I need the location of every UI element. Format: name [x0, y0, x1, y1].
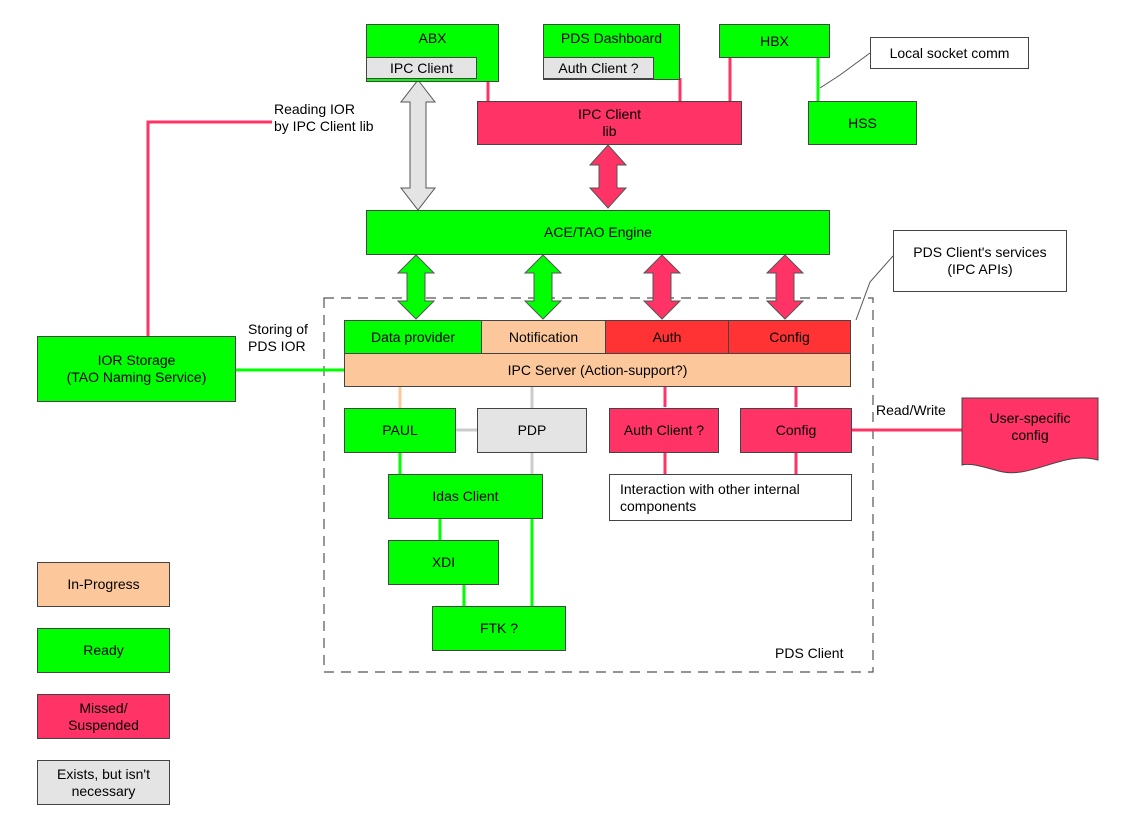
auth-client-box: Auth Client ?: [609, 408, 719, 453]
local-socket-label: Local socket comm: [889, 44, 1010, 61]
ior-storage-link: [146, 120, 272, 337]
dashboard-auth-client-box: Auth Client ?: [543, 57, 654, 79]
reading-ior-text: Reading IOR by IPC Client lib: [274, 101, 374, 134]
pds-client-label: PDS Client: [775, 645, 844, 661]
hss-box: HSS: [808, 101, 917, 145]
engine-config-arrow: [765, 254, 805, 320]
data-provider-box: Data provider: [344, 320, 482, 354]
ftk-box: FTK ?: [432, 606, 566, 651]
ipc-server-label: IPC Server (Action-support?): [507, 361, 688, 378]
abx-ipc-client-box: IPC Client: [366, 57, 477, 79]
notification-box: Notification: [481, 320, 606, 354]
interaction-label: Interaction with other internal componen…: [620, 480, 800, 514]
legend-ready-label: Ready: [83, 642, 124, 658]
ipc-server-box: IPC Server (Action-support?): [344, 353, 851, 387]
legend-in-progress-label: In-Progress: [67, 576, 140, 592]
hbx-box: HBX: [719, 24, 830, 58]
user-config-label: User-specific config: [989, 410, 1071, 443]
legend-exists-label: Exists, but isn't necessary: [57, 765, 150, 799]
abx-ipc-client-label: IPC Client: [389, 59, 454, 76]
local-socket-note: Local socket comm: [870, 37, 1029, 69]
legend-in-progress: In-Progress: [37, 562, 170, 607]
legend-missed-label: Missed/ Suspended: [68, 699, 139, 733]
dashboard-auth-client-label: Auth Client ?: [558, 59, 639, 76]
auth-label: Auth: [652, 328, 682, 345]
auth-client-label: Auth Client ?: [623, 422, 705, 438]
reading-ior-arrow: [399, 79, 437, 211]
paul-box: PAUL: [344, 408, 456, 453]
engine-auth-arrow: [642, 254, 682, 320]
services-callout: [855, 255, 894, 321]
pds-dashboard-label: PDS Dashboard: [560, 30, 663, 46]
storing-ior-text: Storing of PDS IOR: [248, 321, 308, 354]
engine-notification-arrow: [523, 254, 563, 320]
paul-label: PAUL: [382, 422, 418, 438]
legend-ready: Ready: [37, 628, 170, 673]
config-service-box: Config: [728, 320, 851, 354]
legend-missed: Missed/ Suspended: [37, 694, 170, 739]
services-note: PDS Client's services (IPC APIs): [893, 230, 1067, 292]
user-config-shape: [961, 397, 1099, 474]
ace-tao-engine-box: ACE/TAO Engine: [366, 210, 830, 255]
config-client-box: Config: [740, 408, 852, 453]
lib-engine-arrow: [588, 144, 628, 209]
pds-client-boundary: [323, 297, 874, 673]
pdp-box: PDP: [477, 408, 587, 453]
ior-storage-box: IOR Storage (TAO Naming Service): [37, 336, 236, 402]
ace-tao-engine-label: ACE/TAO Engine: [544, 224, 652, 240]
services-note-label: PDS Client's services (IPC APIs): [913, 244, 1047, 277]
ipc-client-lib-label: IPC Client lib: [577, 106, 642, 139]
engine-dataprovider-arrow: [396, 254, 436, 320]
xdi-box: XDI: [388, 540, 499, 585]
notification-label: Notification: [508, 328, 579, 345]
interaction-note: Interaction with other internal componen…: [609, 474, 852, 521]
config-service-label: Config: [769, 328, 810, 345]
legend-exists: Exists, but isn't necessary: [37, 760, 170, 805]
data-provider-label: Data provider: [370, 328, 456, 345]
ior-storage-label: IOR Storage (TAO Naming Service): [66, 352, 207, 385]
local-socket-callout: [819, 52, 871, 89]
hss-label: HSS: [848, 114, 877, 131]
ipc-client-lib-box: IPC Client lib: [477, 101, 742, 145]
abx-label: ABX: [418, 30, 447, 46]
config-client-label: Config: [775, 422, 817, 438]
read-write-label: Read/Write: [876, 402, 946, 418]
hbx-label: HBX: [760, 32, 789, 49]
ftk-label: FTK ?: [479, 620, 519, 636]
idas-client-box: Idas Client: [388, 474, 543, 519]
xdi-label: XDI: [431, 554, 456, 570]
idas-client-label: Idas Client: [432, 488, 499, 504]
auth-box: Auth: [605, 320, 729, 354]
pdp-label: PDP: [517, 422, 547, 438]
